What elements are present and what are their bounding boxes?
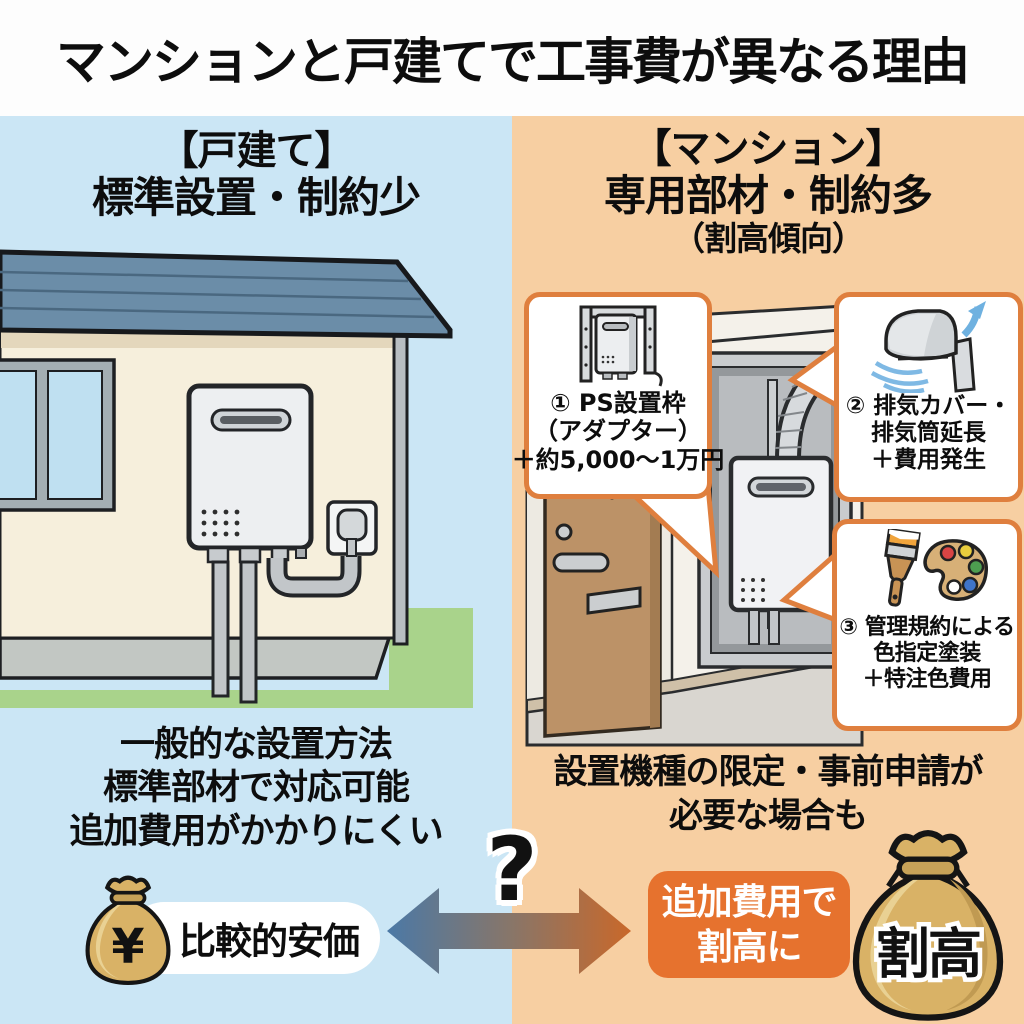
paint-icon	[884, 529, 988, 607]
callout-3-line3: ＋特注色費用	[862, 666, 992, 692]
callout-exhaust-cover: ② 排気カバー・ 排気筒延長 ＋費用発生	[834, 292, 1023, 502]
question-mark: ?	[486, 818, 538, 921]
house-illustration	[0, 249, 473, 708]
cheap-price-pill: 比較的安価	[128, 902, 380, 974]
yen-symbol: ¥	[111, 920, 144, 975]
window	[0, 358, 116, 512]
corner-trim	[392, 329, 409, 646]
title-band: マンションと戸建てで工事費が異なる理由	[0, 0, 1024, 116]
left-note-3: 追加費用がかかりにくい	[69, 811, 443, 852]
apartment-heading-line1: 【マンション】	[631, 126, 906, 172]
extra-cost-box: 追加費用で 割高に	[648, 871, 850, 978]
apartment-heading-line3: （割高傾向）	[672, 219, 865, 259]
extra-cost-line2: 割高に	[696, 926, 802, 968]
callout-ps-bracket: ① PS設置枠 （アダプター） ＋約5,000〜1万円	[512, 292, 724, 499]
callout-2-line1: ② 排気カバー・	[845, 393, 1012, 419]
compare-arrow	[387, 888, 631, 974]
page-title: マンションと戸建てで工事費が異なる理由	[56, 33, 970, 91]
door-lock	[555, 523, 573, 541]
pipe-shaft-alcove	[697, 351, 853, 669]
mail-slot	[586, 586, 642, 615]
apartment-notes: 設置機種の限定・事前申請が 必要な場合も	[512, 750, 1024, 838]
expensive-label: 割高	[876, 923, 980, 986]
callout-3-tail	[779, 548, 839, 624]
ps-bracket-icon	[579, 305, 663, 387]
grass-strip	[0, 690, 473, 708]
cheap-price-label: 比較的安価	[179, 920, 360, 963]
callout-2-line3: ＋費用発生	[871, 447, 986, 474]
money-bag-icon-right: 割高	[852, 829, 1004, 1021]
outlet-box	[326, 500, 378, 557]
callout-3-line2: 色指定塗装	[873, 640, 981, 666]
right-note-1: 設置機種の限定・事前申請が	[553, 752, 984, 792]
detached-house-heading: 【戸建て】 標準設置・制約少	[0, 128, 512, 222]
paint-brush-icon	[884, 529, 921, 607]
callout-paint-rules: ③ 管理規約による 色指定塗装 ＋特注色費用	[832, 519, 1022, 731]
left-note-2: 標準部材で対応可能	[102, 768, 410, 809]
door-handle	[552, 552, 610, 573]
callout-1-line2: （アダプター）	[534, 417, 702, 446]
callout-1-line3: ＋約5,000〜1万円	[511, 445, 725, 474]
left-note-1: 一般的な設置方法	[119, 725, 393, 765]
right-note-2: 必要な場合も	[669, 796, 868, 837]
palette-icon	[923, 539, 988, 601]
callout-3-line1: ③ 管理規約による	[839, 615, 1015, 640]
heater-pipes	[211, 556, 362, 704]
extra-cost-line1: 追加費用で	[661, 881, 837, 923]
apartment-heading-line2: 専用部材・制約多	[603, 171, 933, 220]
exhaust-cover-icon	[870, 301, 986, 393]
water-heater	[186, 383, 314, 564]
callout-1-line1: ① PS設置枠	[550, 389, 686, 417]
detached-house-heading-line2: 標準設置・制約少	[91, 173, 421, 222]
callout-2-line2: 排気筒延長	[871, 420, 986, 447]
entrance-door	[543, 468, 662, 738]
alcove-water-heater	[728, 455, 834, 645]
detached-house-notes: 一般的な設置方法 標準部材で対応可能 追加費用がかかりにくい	[0, 724, 512, 854]
heater-vent-dots	[201, 509, 240, 537]
money-bag-icon-left: ¥	[85, 875, 171, 985]
apartment-heading: 【マンション】 専用部材・制約多 （割高傾向）	[512, 126, 1024, 258]
detached-house-heading-line1: 【戸建て】	[158, 128, 355, 174]
house-foundation	[0, 636, 392, 680]
